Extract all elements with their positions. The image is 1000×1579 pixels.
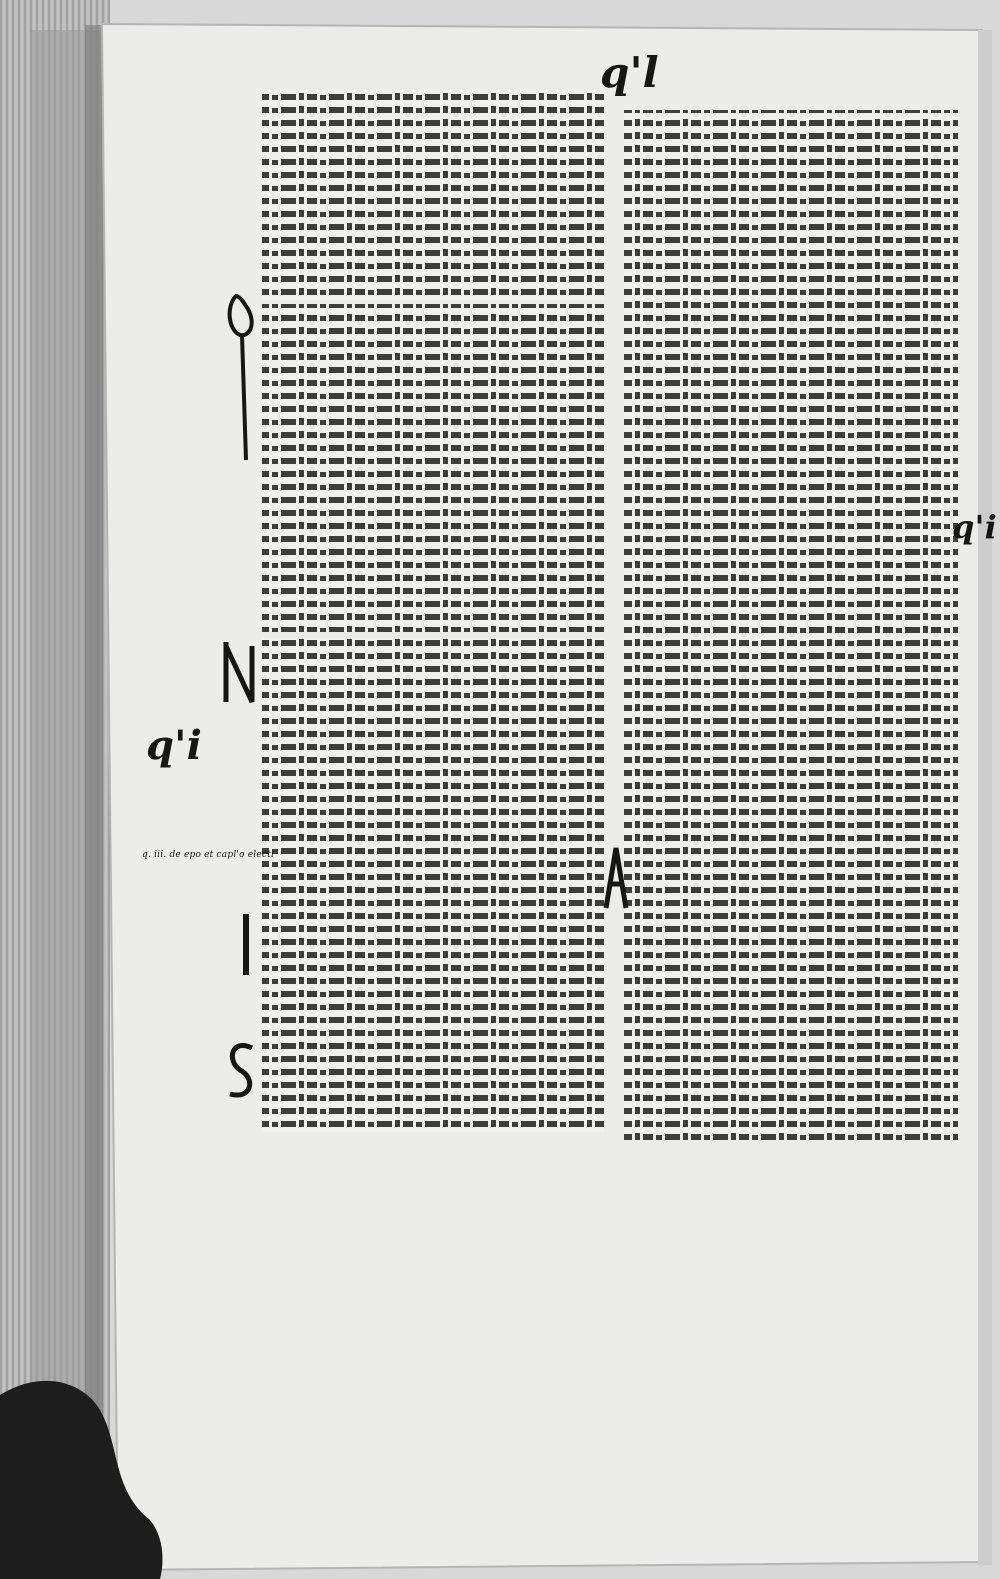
initial-a-icon <box>603 847 629 909</box>
margin-note: q. iii. de epo et capl'o electi <box>142 850 275 860</box>
text-column-right <box>624 110 958 1140</box>
folio-header-mark: q'l <box>600 48 659 97</box>
column-gap <box>604 88 624 1148</box>
text-column-left <box>262 90 604 1132</box>
initial-s-icon <box>229 1043 254 1098</box>
initial-n-icon <box>223 642 255 704</box>
initial-q-icon <box>227 293 254 461</box>
paragraph-break <box>262 632 604 638</box>
margin-question-mark-left: q'i <box>146 722 203 769</box>
paragraph-break <box>262 300 604 304</box>
page-edge-right <box>978 30 992 1565</box>
binding-shadow-inner <box>85 25 103 1579</box>
margin-question-mark-right: q'i <box>952 508 997 546</box>
thumb-icon <box>0 1380 163 1579</box>
